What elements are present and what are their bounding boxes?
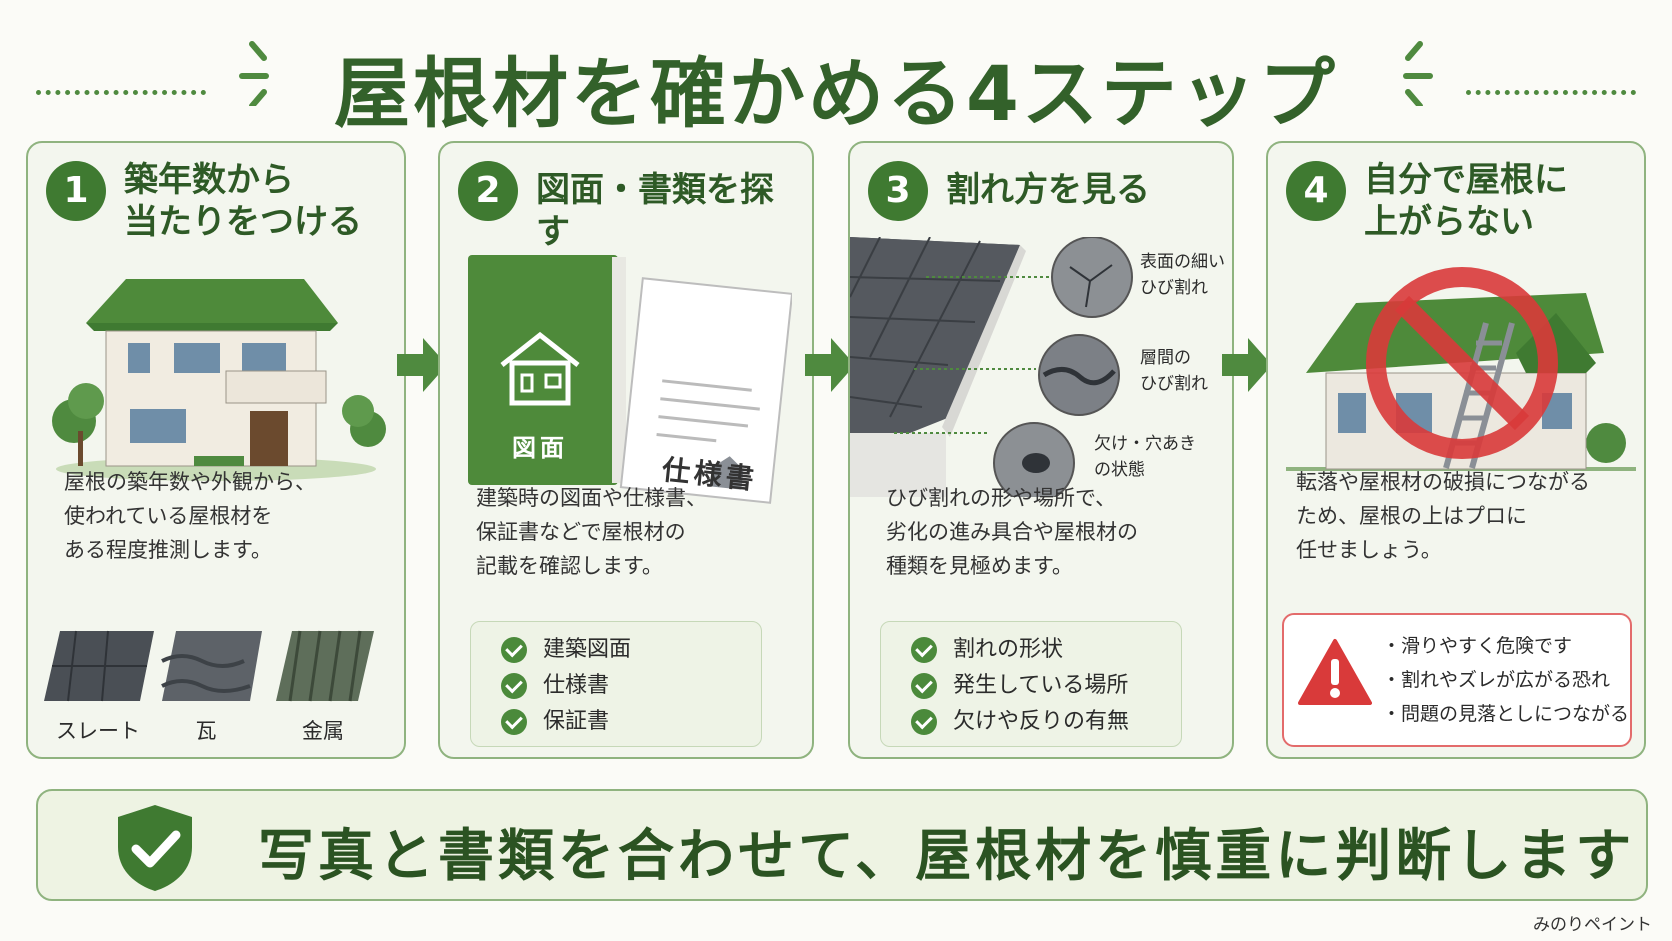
crack-label: 層間の ひび割れ xyxy=(1140,348,1208,394)
checklist-box: 建築図面 仕様書 保証書 xyxy=(470,621,762,747)
warning-item: ・割れやズレが広がる恐れ xyxy=(1382,669,1611,691)
step-description: ひび割れの形や場所で、 劣化の進み具合や屋根材の 種類を見極めます。 xyxy=(886,486,1138,578)
material-label-slate: スレート xyxy=(56,719,140,743)
brand-name: みのりペイント xyxy=(1533,915,1652,935)
step-number: 4 xyxy=(1286,161,1346,221)
step-title: 割れ方を見る xyxy=(946,170,1150,210)
conclusion-banner: 写真と書類を合わせて、屋根材を慎重に判断します xyxy=(36,789,1648,901)
step-number: 2 xyxy=(458,161,518,221)
shield-check-icon xyxy=(118,805,192,891)
step-card-2: 2 図面・書類を探す 図面 仕様書 建築時の図面や仕様書、 保証書などで屋根材の… xyxy=(438,141,814,759)
step-card-3: 3 割れ方を見る 表面の細い ひび割れ 層間の ひび割れ 欠け・穴あき の状態 … xyxy=(848,141,1234,759)
arrow-right-icon xyxy=(805,338,855,392)
step-number: 1 xyxy=(46,161,106,221)
checklist-item: 保証書 xyxy=(501,704,761,740)
step-number: 3 xyxy=(868,161,928,221)
check-icon xyxy=(911,709,937,735)
checklist-item: 割れの形状 xyxy=(911,632,1181,668)
step-description: 転落や屋根材の破損につながる ため、屋根の上はプロに 任せましょう。 xyxy=(1296,470,1590,562)
step-title: 築年数から 当たりをつける xyxy=(124,160,362,242)
house-illustration-icon xyxy=(52,279,386,481)
warning-box: ・滑りやすく危険です ・割れやズレが広がる恐れ ・問題の見落としにつながる xyxy=(1282,613,1632,747)
step-title: 図面・書類を探す xyxy=(536,170,774,252)
cracked-roof-illustration-icon xyxy=(850,237,1133,497)
sparkle-right-icon xyxy=(1403,41,1433,106)
checklist-item: 発生している場所 xyxy=(911,668,1181,704)
warning-item: ・滑りやすく危険です xyxy=(1382,635,1573,657)
check-icon xyxy=(501,637,527,663)
dotted-divider-right xyxy=(1466,90,1636,95)
checklist-box: 割れの形状 発生している場所 欠けや反りの有無 xyxy=(880,621,1182,747)
no-climbing-illustration-icon xyxy=(1286,267,1636,471)
book-label: 図面 xyxy=(512,434,568,462)
checklist-item: 欠けや反りの有無 xyxy=(911,704,1181,740)
crack-label: 表面の細い ひび割れ xyxy=(1140,252,1225,298)
arrow-right-icon xyxy=(1222,338,1272,392)
checklist-item: 建築図面 xyxy=(501,632,761,668)
roof-materials-icon xyxy=(44,630,374,702)
check-icon xyxy=(911,673,937,699)
step-description: 建築時の図面や仕様書、 保証書などで屋根材の 記載を確認します。 xyxy=(476,486,707,578)
step-description: 屋根の築年数や外観から、 使われている屋根材を ある程度推測します。 xyxy=(64,470,316,562)
warning-item: ・問題の見落としにつながる xyxy=(1382,703,1630,725)
check-icon xyxy=(501,673,527,699)
header: 屋根材を確かめる4ステップ xyxy=(0,22,1672,138)
step-title: 自分で屋根に 上がらない xyxy=(1364,160,1568,242)
page-title: 屋根材を確かめる4ステップ xyxy=(334,49,1338,138)
crack-label: 欠け・穴あき の状態 xyxy=(1094,434,1196,480)
arrow-right-icon xyxy=(397,338,447,392)
warning-icon xyxy=(1298,639,1372,705)
conclusion-text: 写真と書類を合わせて、屋根材を慎重に判断します xyxy=(258,824,1636,889)
dotted-divider-left xyxy=(36,90,206,95)
sparkle-left-icon xyxy=(239,41,269,106)
documents-illustration-icon xyxy=(468,255,792,504)
material-label-tile: 瓦 xyxy=(195,719,217,743)
check-icon xyxy=(501,709,527,735)
step-card-1: 1 築年数から 当たりをつける 屋根の築年数や外観から、 使われている屋根材を … xyxy=(26,141,406,759)
check-icon xyxy=(911,637,937,663)
material-label-metal: 金属 xyxy=(302,719,344,743)
checklist-item: 仕様書 xyxy=(501,668,761,704)
step-card-4: 4 自分で屋根に 上がらない 転落や屋根材の破損につながる ため、屋根の上はプロ… xyxy=(1266,141,1646,759)
